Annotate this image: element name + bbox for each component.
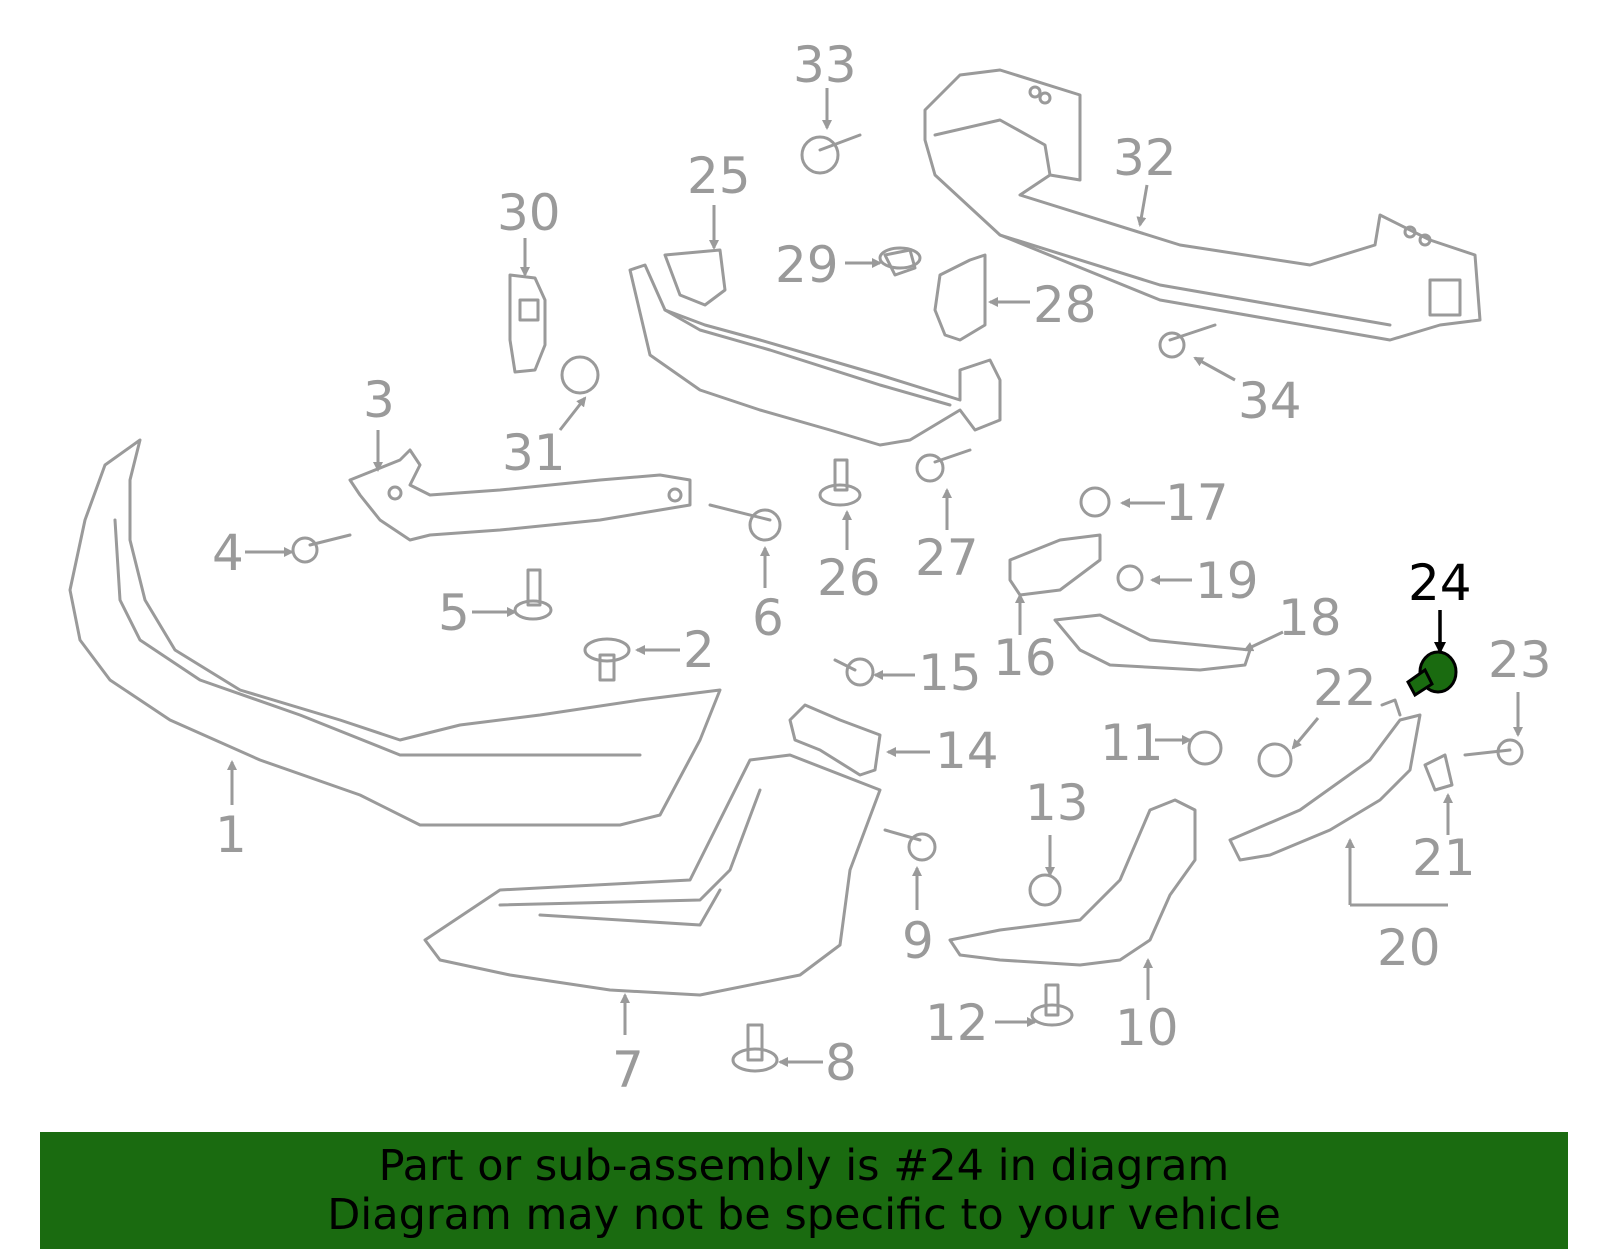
callout-3: 3 xyxy=(363,371,395,429)
callout-19: 19 xyxy=(1195,552,1259,610)
part-16-bracket xyxy=(1008,533,1102,597)
callout-15: 15 xyxy=(918,644,982,702)
callout-21: 21 xyxy=(1412,829,1476,887)
part-7-lower-cover xyxy=(423,753,882,997)
callout-25: 25 xyxy=(687,147,751,205)
part-32-bumper-reinforcement xyxy=(923,68,1482,342)
callout-7: 7 xyxy=(612,1041,644,1099)
callout-11: 11 xyxy=(1100,714,1164,772)
callout-12: 12 xyxy=(925,994,989,1052)
part-25-energy-absorber xyxy=(628,248,1002,447)
callout-labels: 33 32 25 30 29 28 34 3 31 17 27 4 19 26 … xyxy=(212,36,1552,1099)
part-14-bracket xyxy=(788,703,882,777)
callout-29: 29 xyxy=(775,236,839,294)
part-1-bumper-cover xyxy=(68,438,722,827)
info-banner: Part or sub-assembly is #24 in diagram D… xyxy=(40,1132,1568,1249)
callout-33: 33 xyxy=(793,36,857,94)
part-3-side-bracket xyxy=(348,448,692,542)
callout-1: 1 xyxy=(215,806,247,864)
callout-24: 24 xyxy=(1408,554,1472,612)
callout-30: 30 xyxy=(497,184,561,242)
part-24-highlighted-fastener[interactable] xyxy=(1406,650,1458,698)
part-10-side-bracket xyxy=(948,798,1197,967)
callout-34: 34 xyxy=(1238,372,1302,430)
fasteners xyxy=(291,133,1524,1073)
callout-4: 4 xyxy=(212,524,244,582)
part-18-trim-strip xyxy=(1053,613,1252,672)
callout-9: 9 xyxy=(902,912,934,970)
callout-20: 20 xyxy=(1377,919,1441,977)
callout-8: 8 xyxy=(825,1034,857,1092)
part-28-bracket xyxy=(933,253,987,342)
callout-27: 27 xyxy=(915,529,979,587)
callout-5: 5 xyxy=(438,584,470,642)
part-30-bracket xyxy=(508,273,547,374)
part-21-clip xyxy=(1423,753,1454,792)
part-20-side-trim xyxy=(1228,698,1422,862)
callout-17: 17 xyxy=(1165,474,1229,532)
callout-13: 13 xyxy=(1025,774,1089,832)
callout-22: 22 xyxy=(1313,659,1377,717)
callout-28: 28 xyxy=(1033,276,1097,334)
callout-6: 6 xyxy=(752,589,784,647)
callout-23: 23 xyxy=(1488,631,1552,689)
callout-32: 32 xyxy=(1113,129,1177,187)
banner-line-part: Part or sub-assembly is #24 in diagram xyxy=(378,1141,1230,1191)
callout-10: 10 xyxy=(1115,999,1179,1057)
leader-arrows xyxy=(227,88,1523,1067)
callout-18: 18 xyxy=(1278,589,1342,647)
callout-31: 31 xyxy=(502,424,566,482)
callout-26: 26 xyxy=(817,549,881,607)
banner-line-disclaimer: Diagram may not be specific to your vehi… xyxy=(327,1190,1281,1240)
parts-diagram: 33 32 25 30 29 28 34 3 31 17 27 4 19 26 … xyxy=(68,36,1552,1099)
callout-14: 14 xyxy=(935,722,999,780)
callout-2: 2 xyxy=(683,621,715,679)
callout-16: 16 xyxy=(993,629,1057,687)
